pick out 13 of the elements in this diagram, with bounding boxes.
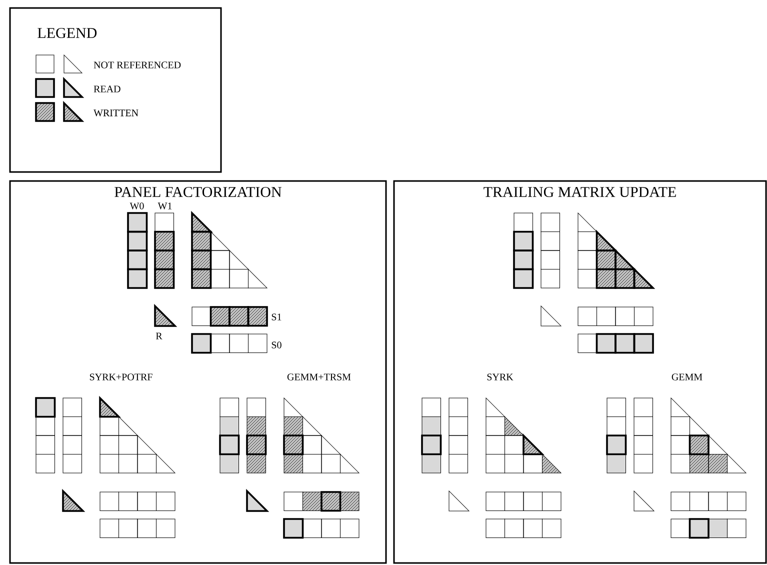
section-heading: SYRK+POTRF <box>90 374 152 380</box>
block-label: R <box>156 332 162 340</box>
block-label: W1 <box>158 202 172 210</box>
legend-label: NOT REFERENCED <box>94 62 181 68</box>
section-heading: GEMM <box>672 374 702 380</box>
block-label: S1 <box>272 314 282 320</box>
legend-label: READ <box>94 86 120 92</box>
section-heading: GEMM+TRSM <box>287 374 351 380</box>
section-heading: SYRK <box>487 374 514 380</box>
block-label: W0 <box>130 202 144 210</box>
legend-title: LEGEND <box>38 28 97 38</box>
legend-label: WRITTEN <box>94 110 138 116</box>
block-label: S0 <box>272 342 282 348</box>
